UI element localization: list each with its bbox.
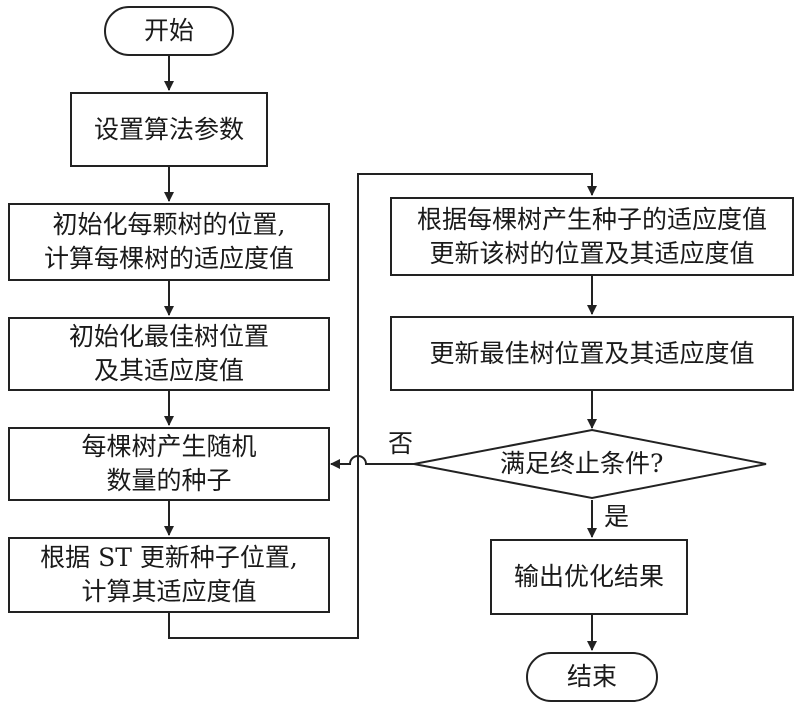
produce-seeds-step: 每棵树产生随机 数量的种子 [8,427,330,501]
update-seeds-step: 根据 ST 更新种子位置, 计算其适应度值 [8,537,330,613]
produce-seeds-line-1: 每棵树产生随机 [81,432,257,461]
end-label: 结束 [566,662,617,691]
start-label: 开始 [143,16,194,45]
produce-seeds-line-2: 数量的种子 [106,466,232,495]
update-trees-line-2: 更新该树的位置及其适应度值 [429,238,755,268]
init-trees-line-2: 计算每棵树的适应度值 [43,244,294,273]
update-trees-step: 根据每棵树产生种子的适应度值 更新该树的位置及其适应度值 [390,197,794,276]
init-best-line-1: 初始化最佳树位置 [68,322,269,351]
end-terminal: 结束 [526,652,658,702]
set-params-label: 设置算法参数 [93,114,244,144]
set-params-step: 设置算法参数 [70,92,268,167]
no-branch-label: 否 [388,429,414,458]
output-label: 输出优化结果 [513,562,664,591]
decision-diamond [413,428,767,500]
arrow-update-seeds-to-update-trees [168,173,597,639]
init-best-step: 初始化最佳树位置 及其适应度值 [8,317,330,391]
start-terminal: 开始 [104,6,234,56]
decision-label: 满足终止条件? [500,449,664,478]
output-step: 输出优化结果 [490,539,688,615]
init-trees-line-1: 初始化每颗树的位置, [52,210,286,239]
update-seeds-line-1: 根据 ST 更新种子位置, [40,543,298,572]
update-best-step: 更新最佳树位置及其适应度值 [390,316,794,391]
update-best-label: 更新最佳树位置及其适应度值 [429,338,755,368]
init-trees-step: 初始化每颗树的位置, 计算每棵树的适应度值 [8,203,330,281]
yes-branch-label: 是 [604,502,630,531]
update-seeds-line-2: 计算其适应度值 [81,577,257,606]
update-trees-line-1: 根据每棵树产生种子的适应度值 [416,204,767,234]
arrow-decision-no-to-seeds [330,455,414,469]
init-best-line-2: 及其适应度值 [93,356,244,385]
